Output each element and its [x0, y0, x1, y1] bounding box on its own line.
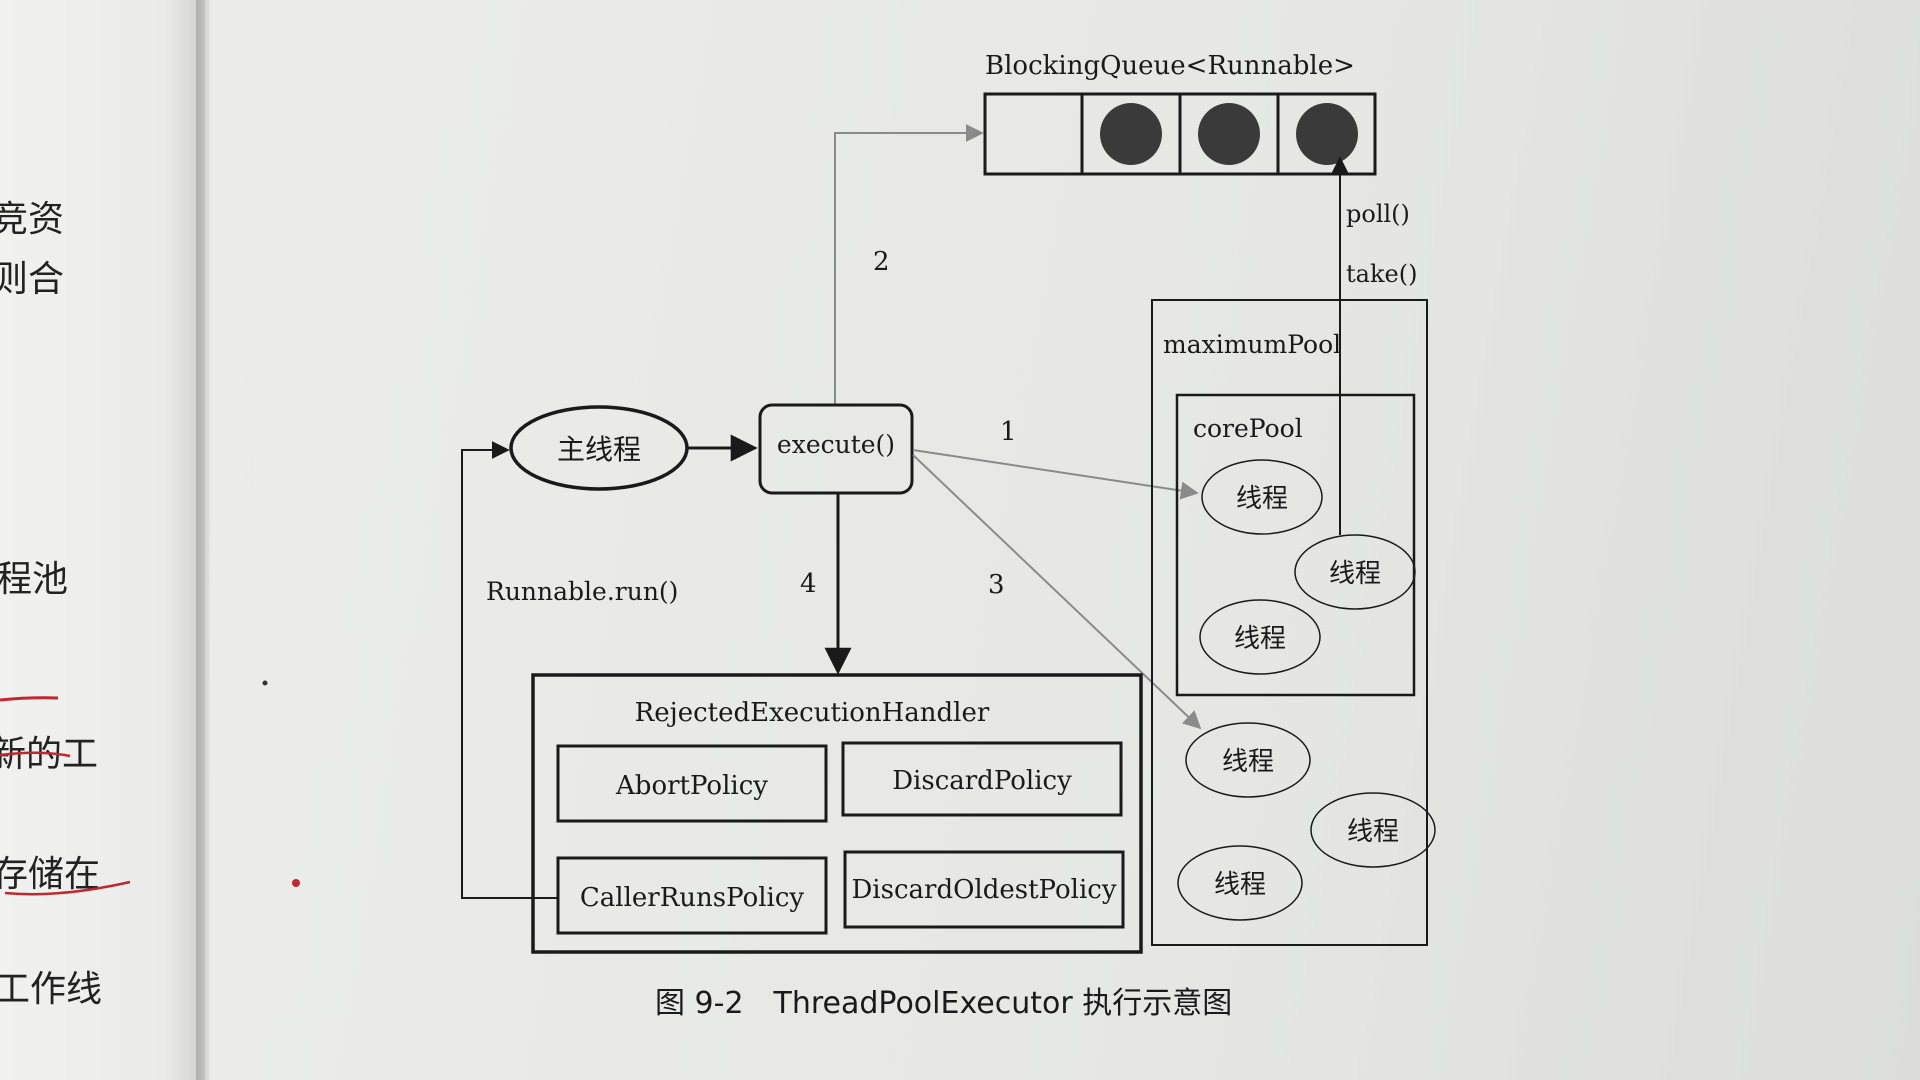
step2-label: 2	[873, 247, 890, 277]
core-thread-node	[1199, 599, 1321, 675]
red-annotations	[0, 696, 131, 896]
thread-label: 线程	[1222, 747, 1274, 777]
maximum-pool-label: maximumPool	[1163, 330, 1341, 359]
red-underline	[0, 696, 59, 702]
poll-label: poll()	[1346, 200, 1410, 228]
extra-thread-node	[1177, 845, 1303, 921]
left-text-fragment: 竞资	[0, 199, 65, 240]
thread-label: 线程	[1214, 870, 1266, 900]
left-text-fragment: 存储在	[0, 854, 101, 895]
execute-node	[758, 403, 914, 495]
book-gutter	[196, 0, 210, 1080]
maximum-pool-box	[1151, 299, 1428, 946]
arrow-step3	[912, 454, 1202, 730]
red-underline	[4, 880, 131, 896]
main-thread-label: 主线程	[557, 433, 641, 466]
extra-thread-node	[1185, 722, 1311, 798]
core-thread-node	[1294, 534, 1416, 610]
abort-policy-label: AbortPolicy	[615, 771, 768, 801]
arrow-step1	[912, 449, 1199, 500]
arrow-caller-runs-loop	[461, 441, 558, 899]
thread-label: 线程	[1234, 624, 1286, 654]
caller-runs-policy-box	[556, 856, 828, 935]
thread-label: 线程	[1347, 817, 1399, 847]
caller-runs-policy-label: CallerRunsPolicy	[580, 883, 805, 913]
core-thread-node	[1201, 459, 1323, 535]
core-pool-label: corePool	[1193, 414, 1303, 443]
execute-label: execute()	[777, 430, 895, 459]
discard-oldest-policy-box	[843, 850, 1125, 929]
left-page: 竞资 则合 程池 新的工 存储在 工作线	[0, 0, 205, 1080]
runnable-run-label: Runnable.run()	[486, 577, 678, 606]
step4-label: 4	[800, 569, 817, 599]
red-dot-mark	[292, 879, 300, 887]
queued-task-ball	[1100, 103, 1162, 165]
ink-dot	[262, 680, 268, 686]
rejected-handler-title: RejectedExecutionHandler	[635, 698, 990, 728]
step1-label: 1	[1000, 417, 1017, 447]
rejected-handler-box	[531, 673, 1143, 954]
thread-label: 线程	[1329, 559, 1381, 589]
thread-label: 线程	[1236, 484, 1288, 514]
queue-label: BlockingQueue<Runnable>	[985, 51, 1355, 81]
step3-label: 3	[988, 570, 1005, 600]
discard-policy-label: DiscardPolicy	[892, 766, 1072, 796]
take-label: take()	[1346, 260, 1417, 288]
core-pool-box	[1175, 393, 1416, 697]
discard-oldest-policy-label: DiscardOldestPolicy	[851, 875, 1116, 905]
arrow-step2	[834, 124, 984, 405]
extra-thread-node	[1310, 792, 1436, 868]
left-text-fragment: 程池	[0, 559, 69, 600]
red-underline	[0, 751, 71, 758]
blocking-queue	[983, 92, 1377, 176]
main-page	[210, 0, 1920, 1080]
queued-task-ball	[1296, 103, 1358, 165]
left-text-fragment: 工作线	[0, 969, 103, 1010]
main-thread-node	[509, 405, 689, 491]
left-text-fragment: 则合	[0, 259, 65, 300]
queued-task-ball	[1198, 103, 1260, 165]
discard-policy-box	[841, 741, 1123, 817]
abort-policy-box	[556, 744, 828, 823]
figure-caption: 图 9-2 ThreadPoolExecutor 执行示意图	[655, 986, 1232, 1021]
